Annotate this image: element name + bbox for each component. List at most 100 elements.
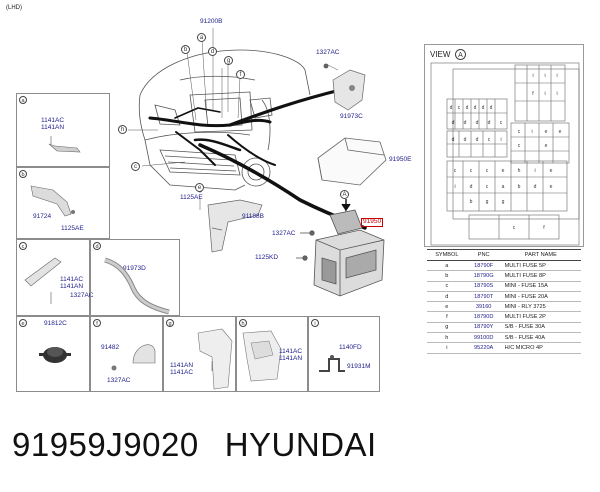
svg-text:d: d — [534, 184, 537, 190]
part-name-cell: MULTI FUSE 2P — [500, 311, 581, 323]
detail-box-g: g 1141AN 1141AC — [163, 316, 236, 392]
detail-g-part-1: 1141AN — [170, 362, 194, 369]
svg-text:i: i — [544, 73, 545, 79]
symbol-cell: i — [427, 342, 467, 354]
symbol-cell: f — [427, 311, 467, 323]
svg-text:d: d — [474, 105, 477, 111]
callout-f: f — [236, 70, 245, 79]
view-title: VIEW — [430, 50, 451, 59]
detail-a-tag: a — [19, 96, 27, 104]
svg-text:i: i — [556, 91, 557, 97]
svg-text:h: h — [518, 168, 521, 174]
detail-i-part-1: 1140FD — [339, 344, 362, 351]
symbol-cell: e — [427, 301, 467, 313]
svg-text:e: e — [545, 143, 548, 149]
symbol-cell: b — [427, 270, 467, 282]
svg-text:d: d — [464, 137, 467, 143]
svg-text:d: d — [476, 120, 479, 126]
view-arrow-icon — [341, 199, 351, 212]
bracket-91973c — [332, 69, 366, 111]
view-title-marker: A — [455, 49, 466, 60]
pnc-cell: 18790G — [466, 270, 501, 282]
part-name-cell: S/B - FUSE 40A — [500, 332, 581, 344]
svg-text:i: i — [556, 73, 557, 79]
detail-e-tag: e — [19, 319, 27, 327]
detail-c-tag: c — [19, 242, 27, 250]
pnc-cell: 18790S — [466, 281, 501, 292]
detail-g-tag: g — [166, 319, 174, 327]
svg-text:c: c — [486, 168, 489, 174]
bolt-icon — [48, 136, 81, 153]
svg-text:c: c — [470, 168, 473, 174]
svg-text:e: e — [550, 184, 553, 190]
detail-g-part-2: 1141AC — [170, 369, 194, 376]
detail-box-c: c 1141AC 1141AN 1327AC — [16, 239, 94, 316]
symbol-cell: d — [427, 291, 467, 303]
table-header-row: SYMBOL PNC PART NAME — [427, 249, 581, 261]
svg-text:f: f — [543, 225, 545, 231]
detail-c-part-3: 1327AC — [70, 292, 94, 299]
callout-g: g — [224, 56, 233, 65]
label-91950: 91950 — [361, 218, 384, 227]
protector-strip-icon — [104, 257, 170, 315]
svg-text:d: d — [488, 120, 491, 126]
symbol-cell: a — [427, 260, 467, 272]
brand-name: HYUNDAI — [224, 426, 377, 463]
detail-b-part-2: 1125AE — [61, 225, 84, 232]
svg-text:e: e — [550, 168, 553, 174]
frame-icon — [242, 330, 282, 382]
callout-c: c — [131, 162, 140, 171]
svg-text:i: i — [532, 73, 533, 79]
detail-box-e: e 91812C — [16, 316, 90, 392]
detail-d-tag: d — [93, 242, 101, 250]
svg-text:i: i — [534, 168, 535, 174]
fuse-box-cover — [317, 137, 387, 186]
svg-text:a: a — [502, 184, 505, 190]
detail-box-d: d 91973D — [90, 239, 180, 316]
svg-text:g: g — [486, 199, 489, 205]
callout-e: e — [195, 183, 204, 192]
svg-text:d: d — [452, 137, 455, 143]
label-91200b: 91200B — [200, 18, 223, 25]
callout-a: a — [197, 33, 206, 42]
detail-a-part-2: 1141AN — [41, 124, 65, 131]
nut-icon — [111, 365, 117, 371]
svg-text:d: d — [466, 105, 469, 111]
svg-text:d: d — [490, 105, 493, 111]
label-1327ac-mid: 1327AC — [272, 230, 296, 237]
detail-d-part-1: 91973D — [123, 265, 146, 272]
pnc-cell: 18790T — [466, 291, 501, 303]
pnc-cell: 99100D — [466, 332, 501, 344]
detail-h-part-1: 1141AC — [279, 348, 303, 355]
part-number: 91959J9020 — [12, 426, 199, 463]
bracket-91188b — [207, 199, 263, 253]
svg-text:i: i — [531, 129, 532, 135]
detail-box-i: i 1140FD 91931M — [308, 316, 380, 392]
svg-text:d: d — [482, 105, 485, 111]
part-name-cell: MULTI FUSE 8P — [500, 270, 581, 282]
detail-h-part-2: 1141AN — [279, 355, 303, 362]
svg-text:e: e — [559, 129, 562, 135]
svg-text:d: d — [452, 120, 455, 126]
lhd-label: (LHD) — [6, 5, 22, 11]
fuse-box-assembly — [197, 63, 385, 297]
label-91188b: 91188B — [242, 213, 264, 220]
part-name-cell: MINI - FUSE 15A — [500, 281, 581, 292]
detail-box-f: f 91482 1327AC — [90, 316, 163, 392]
svg-text:d: d — [470, 184, 473, 190]
table-header-part-name: PART NAME — [500, 249, 581, 261]
table-header-pnc: PNC — [466, 249, 501, 261]
label-91973c: 91973C — [340, 113, 363, 120]
pnc-cell: 18790Y — [466, 322, 501, 334]
pnc-cell: 95220A — [466, 342, 501, 354]
detail-f-part-2: 1327AC — [107, 377, 131, 384]
part-name-cell: MINI - RLY 3725 — [500, 301, 581, 313]
label-91950e: 91950E — [389, 156, 412, 163]
part-name-cell: MULTI FUSE 5P — [500, 260, 581, 272]
